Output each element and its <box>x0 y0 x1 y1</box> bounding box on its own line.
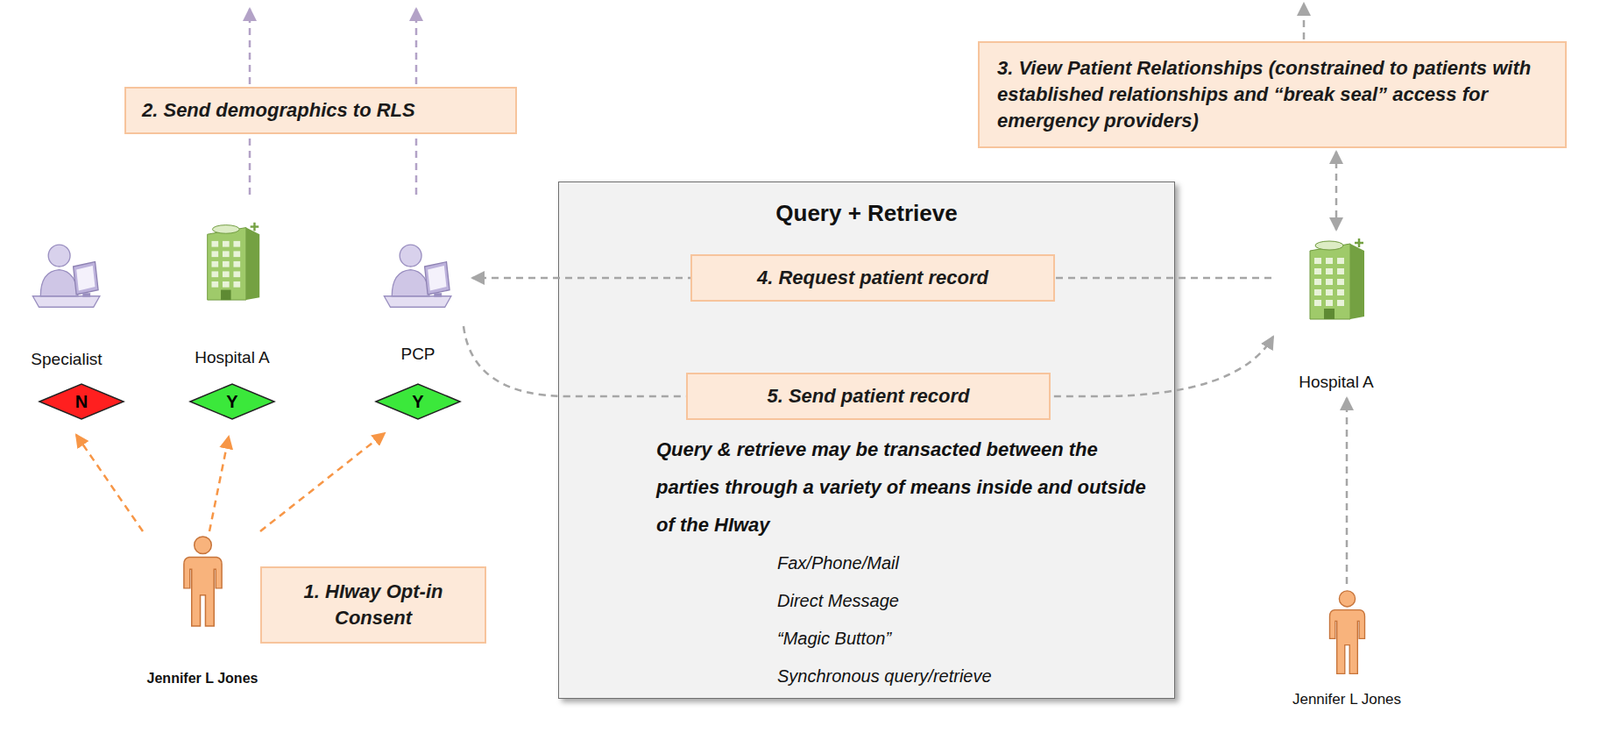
callout-box: 3. View Patient Relationships (constrain… <box>977 41 1567 149</box>
person-icon <box>1323 588 1372 677</box>
specialist-actor: Specialist <box>5 238 128 370</box>
hospital-actor: Hospital A <box>170 217 294 369</box>
consent-diamond: Y <box>188 382 277 421</box>
panel-note: Query & retrieve may be transacted betwe… <box>656 430 1147 544</box>
dashed-connector <box>76 434 143 531</box>
edge-label-box: 5. Send patient record <box>686 372 1051 420</box>
panel-title: Query + Retrieve <box>558 198 1176 227</box>
dashed-connector <box>1345 397 1349 584</box>
consent-diamond: N <box>37 382 126 421</box>
callout-box: 1. HIway Opt-in Consent <box>260 566 487 644</box>
consent-flag: Y <box>374 382 462 421</box>
person-icon <box>176 534 229 630</box>
callout-text: 1. HIway Opt-in Consent <box>276 578 471 631</box>
edge-label-box: 4. Request patient record <box>690 254 1055 302</box>
actor-label: PCP <box>400 343 435 365</box>
bullet-item: Direct Message <box>777 588 900 612</box>
hospital-icon <box>1301 233 1372 321</box>
hospital-actor: Hospital A <box>1274 233 1398 393</box>
dashed-connector <box>260 432 385 531</box>
rls-arrow <box>1302 3 1306 40</box>
actor-label: Specialist <box>30 348 102 370</box>
actor-label: Hospital A <box>194 346 270 369</box>
bullet-item: Fax/Phone/Mail <box>777 551 900 574</box>
clinician-icon <box>28 238 107 309</box>
consent-flag: Y <box>188 382 277 421</box>
bullet-item: Synchronous query/retrieve <box>777 664 992 687</box>
callout-box: 2. Send demographics to RLS <box>124 86 517 135</box>
patient-actor: Jennifer L Jones <box>127 534 277 689</box>
patient-actor: Jennifer L Jones <box>1272 588 1422 710</box>
bullet-item: “Magic Button” <box>777 626 892 650</box>
callout-text: 2. Send demographics to RLS <box>141 97 500 124</box>
dashed-connector <box>1335 151 1339 230</box>
edge-label: 4. Request patient record <box>757 266 989 289</box>
clinician-icon <box>379 238 458 309</box>
dashed-connector <box>209 436 229 531</box>
consent-diamond: Y <box>374 382 462 421</box>
hospital-icon <box>198 217 267 302</box>
actor-label: Jennifer L Jones <box>147 667 259 689</box>
consent-flag: N <box>37 382 126 421</box>
actor-label: Jennifer L Jones <box>1292 688 1402 710</box>
pcp-actor: PCP <box>365 238 471 365</box>
actor-label: Hospital A <box>1298 371 1374 393</box>
callout-text: 3. View Patient Relationships (constrain… <box>997 55 1548 135</box>
edge-label: 5. Send patient record <box>766 384 970 407</box>
